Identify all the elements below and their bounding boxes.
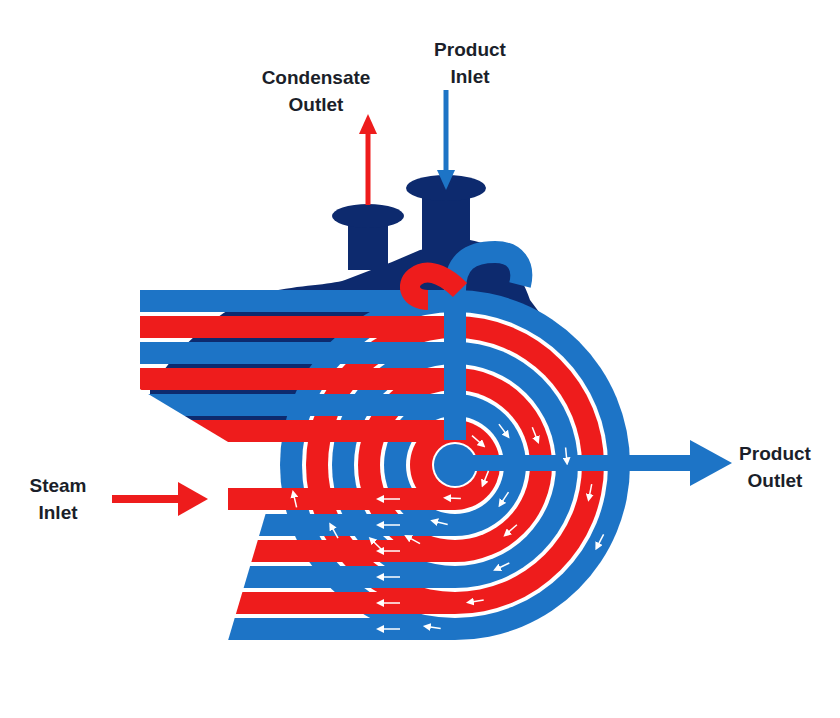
- product-outlet-pipe: [455, 455, 695, 471]
- flow-arrow: [470, 600, 484, 602]
- condensate-head: [359, 114, 377, 134]
- port-label: Condensate Outlet: [251, 64, 381, 118]
- flow-arrow: [331, 526, 338, 538]
- flow-arrow: [499, 424, 507, 435]
- flow-arrows: [294, 424, 604, 629]
- flow-arrow: [506, 525, 517, 534]
- flow-arrow: [380, 576, 400, 578]
- steam-inlet-pipe: [228, 488, 455, 510]
- port-label: Product Inlet: [415, 36, 525, 90]
- steam-channel-tail: [410, 273, 460, 300]
- port-label: Product Outlet: [725, 440, 825, 494]
- flow-arrow: [532, 427, 537, 440]
- flow-arrow: [294, 494, 297, 508]
- flow-arrow: [589, 484, 592, 498]
- flow-arrow: [472, 436, 482, 445]
- flow-arrow: [497, 563, 510, 569]
- flow-arrow: [380, 524, 400, 526]
- product-inlet-arrow: [444, 90, 449, 172]
- condensate-nozzle: [332, 204, 404, 270]
- flow-arrow: [408, 537, 420, 544]
- steam-inlet-head: [178, 482, 208, 516]
- channel-stripe: [140, 316, 455, 338]
- product-channel-tail: [455, 252, 521, 440]
- cutaway: [0, 305, 278, 718]
- channel-stripe: [140, 394, 455, 416]
- product-inlet-head: [437, 170, 455, 190]
- flow-arrow: [380, 602, 400, 604]
- flow-arrow: [380, 498, 400, 500]
- flow-arrow: [447, 497, 461, 499]
- channel-stripe: [140, 342, 455, 364]
- flow-arrow: [380, 628, 400, 630]
- condensate-arrow: [366, 130, 371, 205]
- flow-arrow: [483, 471, 488, 484]
- flow-arrow: [427, 627, 441, 629]
- flow-arrow: [372, 540, 382, 550]
- flow-arrow: [434, 521, 448, 524]
- flow-arrow: [501, 492, 509, 504]
- flow-arrow: [597, 534, 603, 546]
- flow-arrow: [566, 448, 567, 462]
- product-outlet-head: [690, 440, 732, 486]
- port-label: Steam Inlet: [13, 472, 103, 526]
- flow-arrow: [380, 550, 400, 552]
- channel-stripe: [140, 368, 455, 390]
